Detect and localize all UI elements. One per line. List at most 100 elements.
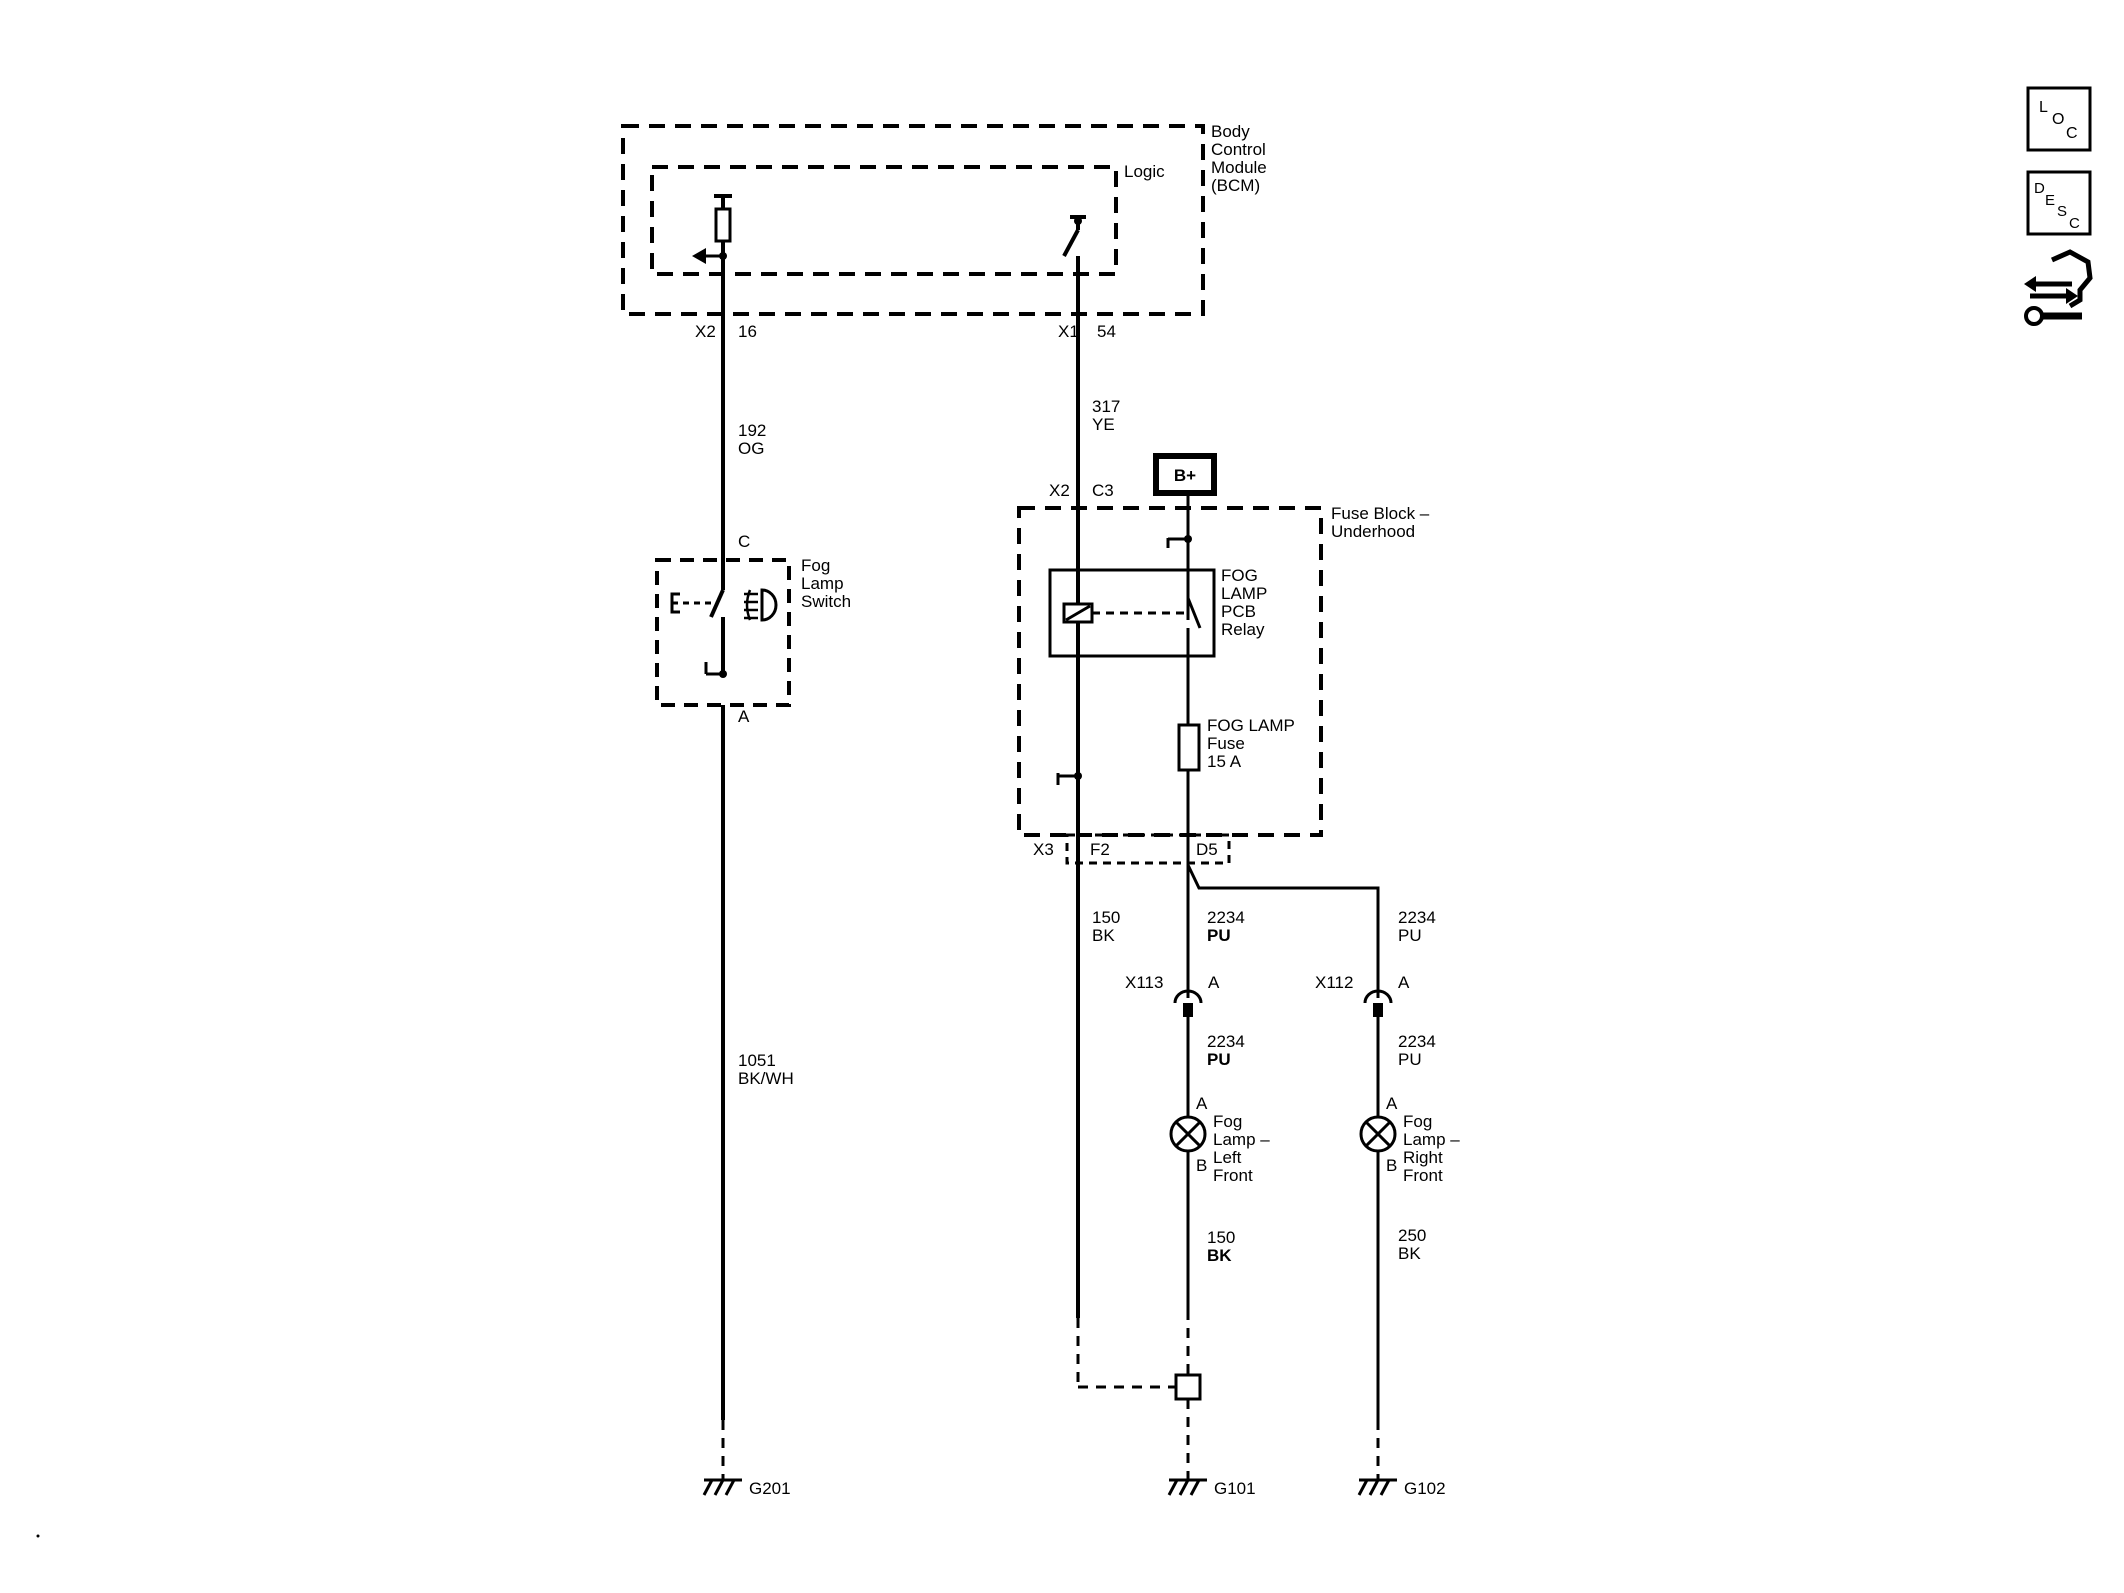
ground-g102-label: G102 [1404, 1479, 1446, 1498]
battery-positive-label: B+ [1174, 466, 1196, 485]
circuit-317-and-150: 317 YE [1076, 256, 1120, 1318]
fuse-block-pin-f2: F2 [1090, 840, 1110, 859]
fuse-block-pin-in-number: C3 [1092, 481, 1114, 500]
wire-2234-right-top-color: PU [1398, 926, 1422, 945]
fog-lamp-fuse [1177, 723, 1201, 772]
fog-lamp-left-front [1169, 1115, 1207, 1153]
wire-192-color: OG [738, 439, 764, 458]
desc-icon-letter-3: S [2057, 203, 2067, 220]
wire-192-number: 192 [738, 421, 766, 440]
fog-lamp-left-label-line-3: Left [1213, 1148, 1242, 1167]
bcm-label-line-4: (BCM) [1211, 176, 1260, 195]
fog-switch-label-line-2: Lamp [801, 574, 844, 593]
wire-2234-right-bottom-number: 2234 [1398, 1032, 1436, 1051]
connector-repair-icon[interactable] [2024, 249, 2093, 326]
relay-label-line-2: LAMP [1221, 584, 1267, 603]
ground-g101-label: G101 [1214, 1479, 1256, 1498]
wire-150-lamp-number: 150 [1207, 1228, 1235, 1247]
fog-switch-label-line-1: Fog [801, 556, 830, 575]
loc-icon[interactable]: L O C [2026, 86, 2092, 152]
fuse-label-line-3: 15 A [1207, 752, 1242, 771]
relay-label-line-3: PCB [1221, 602, 1256, 621]
fog-lamp-relay [1048, 568, 1216, 658]
loc-icon-letter-3: C [2066, 125, 2078, 142]
fuse-label-line-2: Fuse [1207, 734, 1245, 753]
wire-317-number: 317 [1092, 397, 1120, 416]
connector-x112-pin: A [1398, 973, 1410, 992]
wire-250-color: BK [1398, 1244, 1421, 1263]
wire-150-lamp-color: BK [1207, 1246, 1232, 1265]
desc-icon-letter-2: E [2045, 192, 2055, 209]
fuse-block-x3-connector [1065, 833, 1231, 865]
fog-switch-pin-c: C [738, 532, 750, 551]
connector-x113 [1173, 989, 1203, 1017]
ground-g201-label: G201 [749, 1479, 791, 1498]
fuse-block-label-line-2: Underhood [1331, 522, 1415, 541]
fog-lamp-right-label-line-3: Right [1403, 1148, 1443, 1167]
fog-lamp-switch [655, 558, 791, 707]
fog-lamp-left-pin-b: B [1196, 1156, 1207, 1175]
fog-lamp-left-label-line-1: Fog [1213, 1112, 1242, 1131]
bcm-label-line-1: Body [1211, 122, 1250, 141]
wire-150-number: 150 [1092, 908, 1120, 927]
desc-icon[interactable]: D E S C [2026, 170, 2092, 236]
fuse-block-outline [1017, 506, 1323, 837]
fog-lamp-right-label-line-2: Lamp – [1403, 1130, 1460, 1149]
ground-g102-icon [1357, 1478, 1397, 1496]
bcm-module: Body Control Module (BCM) Logic X2 16 X1… [621, 122, 1267, 341]
fuse-block-label-line-1: Fuse Block – [1331, 504, 1430, 523]
bcm-pin-right-number: 54 [1097, 322, 1116, 341]
fuse-label-line-1: FOG LAMP [1207, 716, 1295, 735]
fog-lamp-right-label-line-4: Front [1403, 1166, 1443, 1185]
wire-2234-left-bottom-color: PU [1207, 1050, 1231, 1069]
relay-label-line-1: FOG [1221, 566, 1258, 585]
wire-2234-right-bottom-color: PU [1398, 1050, 1422, 1069]
desc-icon-letter-1: D [2034, 180, 2045, 197]
wire-2234-left-top-color: PU [1207, 926, 1231, 945]
fuse-block-pin-in-connector: X2 [1049, 481, 1070, 500]
bcm-output-switch [1062, 215, 1086, 257]
bcm-pullup-resistor [714, 194, 732, 256]
connector-x113-pin: A [1208, 973, 1220, 992]
wire-150-color: BK [1092, 926, 1115, 945]
ground-g101-icon [1167, 1478, 1207, 1496]
fuse-block-x3-label: X3 [1033, 840, 1054, 859]
fog-switch-pin-a: A [738, 707, 750, 726]
wire-1051-color: BK/WH [738, 1069, 794, 1088]
connector-x112-label: X112 [1315, 973, 1353, 992]
circuit-192-and-1051: 192 OG C Fog Lamp [655, 256, 851, 1480]
loc-icon-letter-2: O [2052, 111, 2064, 128]
fog-lamp-right-label-line-1: Fog [1403, 1112, 1432, 1131]
fog-switch-label-line-3: Switch [801, 592, 851, 611]
fog-lamp-right-front [1359, 1115, 1397, 1153]
wire-317-color: YE [1092, 415, 1115, 434]
battery-positive-box [1153, 453, 1217, 496]
wire-2234-right-top-number: 2234 [1398, 908, 1436, 927]
loc-icon-letter-1: L [2039, 99, 2048, 116]
bcm-logic-label: Logic [1124, 162, 1165, 181]
ground-g201-icon [702, 1478, 742, 1496]
desc-icon-letter-4: C [2069, 215, 2080, 232]
ground-splice [1076, 1310, 1202, 1480]
bcm-pin-left-number: 16 [738, 322, 757, 341]
wire-250-number: 250 [1398, 1226, 1426, 1245]
fog-lamp-right-pin-b: B [1386, 1156, 1397, 1175]
connector-x112 [1363, 989, 1393, 1017]
fog-lamp-left-label-line-4: Front [1213, 1166, 1253, 1185]
wire-2234-left-top-number: 2234 [1207, 908, 1245, 927]
stray-dot [36, 1534, 40, 1538]
connector-x113-label: X113 [1125, 973, 1163, 992]
bcm-outline [621, 124, 1205, 316]
fog-lamp-right-pin-a: A [1386, 1094, 1398, 1113]
relay-outline [1048, 568, 1216, 658]
bcm-label-line-2: Control [1211, 140, 1266, 159]
bcm-label-line-3: Module [1211, 158, 1267, 177]
fuse-block-pin-d5: D5 [1196, 840, 1218, 859]
bcm-pin-left-connector: X2 [695, 322, 716, 341]
circuit-2234: 150 BK 2234 PU 2234 PU X113 A X112 A 223… [1092, 854, 1460, 1420]
wire-2234-left-bottom-number: 2234 [1207, 1032, 1245, 1051]
bcm-pin-right-connector: X1 [1058, 322, 1079, 341]
fog-lamp-symbol-icon [744, 588, 778, 622]
fog-lamp-left-pin-a: A [1196, 1094, 1208, 1113]
